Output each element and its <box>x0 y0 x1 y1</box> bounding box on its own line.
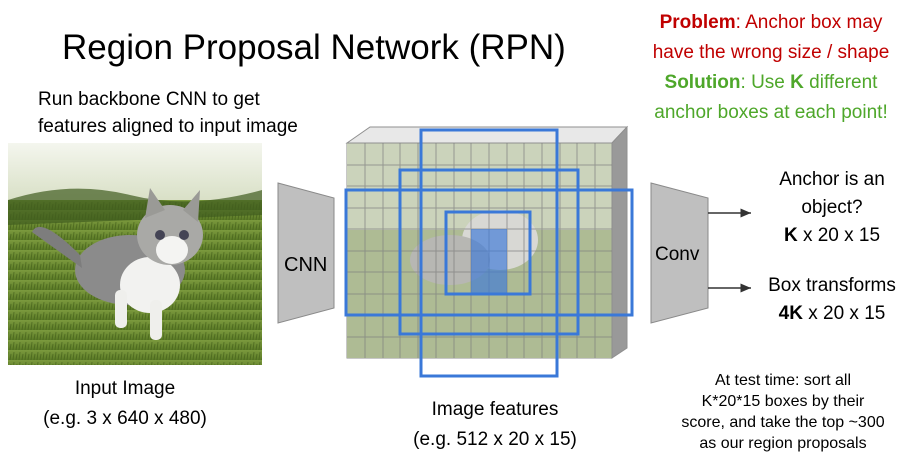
input-caption-line-2: (e.g. 3 x 640 x 480) <box>43 408 207 429</box>
anchor-box-medium <box>398 168 580 336</box>
output-objectness-line-1: Anchor is an <box>779 169 885 190</box>
solution-text-2: different <box>803 72 878 93</box>
anchor-box-wide <box>344 188 634 317</box>
solution-k: K <box>790 72 804 93</box>
test-time-note-line-2: K*20*15 boxes by their <box>701 393 865 410</box>
test-time-note: At test time: sort all K*20*15 boxes by … <box>652 370 914 454</box>
problem-line-1: Problem: Anchor box may <box>628 8 914 38</box>
test-time-note-line-4: as our region proposals <box>699 435 867 452</box>
input-caption: Input Image (e.g. 3 x 640 x 480) <box>15 374 235 434</box>
solution-line-2: anchor boxes at each point! <box>654 102 888 123</box>
features-caption-line-2: (e.g. 512 x 20 x 15) <box>413 429 577 450</box>
input-image <box>8 143 262 365</box>
output-box-transforms: Box transforms 4K x 20 x 15 <box>752 272 912 328</box>
solution-line-1: Solution: Use K different <box>628 68 914 98</box>
problem-label: Problem <box>659 12 736 33</box>
conv-trapezoid <box>650 182 709 324</box>
test-time-note-line-1: At test time: sort all <box>714 372 852 389</box>
feature-volume <box>345 125 629 359</box>
problem-solution-note: Problem: Anchor box may have the wrong s… <box>628 8 914 128</box>
backbone-caption-line-1: Run backbone CNN to get <box>38 89 260 110</box>
output-objectness-dims-k: K <box>783 225 798 246</box>
center-cell-highlight <box>471 229 507 294</box>
output-box-transforms-dims: 4K x 20 x 15 <box>752 300 912 328</box>
features-caption-line-1: Image features <box>431 399 559 420</box>
cnn-trapezoid <box>277 182 335 324</box>
conv-label: Conv <box>655 244 700 265</box>
output-objectness-line-2: object? <box>801 197 863 218</box>
page-title: Region Proposal Network (RPN) <box>62 28 566 67</box>
backbone-caption: Run backbone CNN to get features aligned… <box>38 86 298 140</box>
cnn-label: CNN <box>284 254 328 276</box>
backbone-caption-line-2: features aligned to input image <box>38 116 298 137</box>
features-caption: Image features (e.g. 512 x 20 x 15) <box>385 395 605 455</box>
anchor-boxes <box>344 128 634 378</box>
problem-text-1: : Anchor box may <box>735 12 883 33</box>
output-box-transforms-dims-4k: 4K <box>778 303 803 324</box>
test-time-note-line-3: score, and take the top ~300 <box>681 414 885 431</box>
output-objectness-dims: K x 20 x 15 <box>754 222 910 250</box>
anchor-box-tall <box>419 128 559 378</box>
output-objectness: Anchor is an object? K x 20 x 15 <box>754 166 910 250</box>
output-objectness-dims-rest: x 20 x 15 <box>797 225 881 246</box>
input-caption-line-1: Input Image <box>74 378 176 399</box>
solution-label: Solution <box>664 72 741 93</box>
solution-text-1: : Use <box>740 72 791 93</box>
problem-line-2: have the wrong size / shape <box>652 42 890 63</box>
anchor-box-small <box>444 210 532 296</box>
output-box-transforms-dims-rest: x 20 x 15 <box>802 303 886 324</box>
output-box-transforms-line-1: Box transforms <box>768 275 896 296</box>
